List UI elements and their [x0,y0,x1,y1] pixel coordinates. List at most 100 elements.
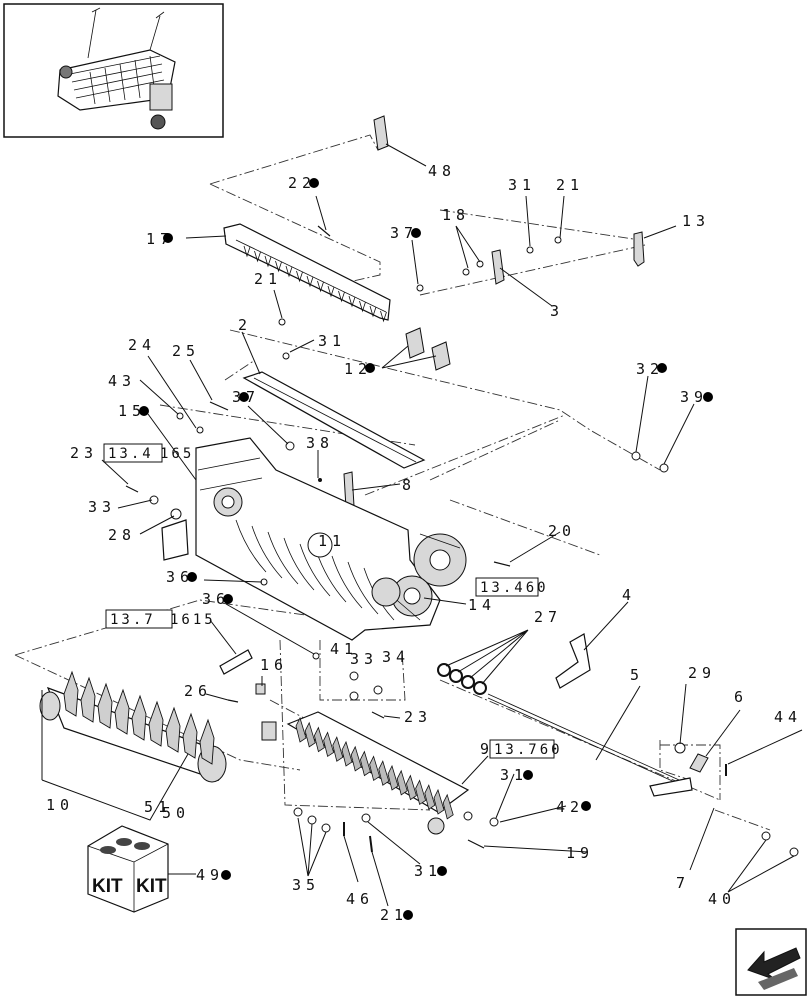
callout-43: 43 [108,372,136,390]
callout-8: 8 [402,476,416,494]
rotor-knife [182,712,198,759]
callout-44: 44 [774,708,802,726]
callout-22: 22 [288,174,316,192]
callout-16: 16 [260,656,288,674]
callout-10: 10 [46,796,74,814]
part-spring-6[interactable] [689,753,709,773]
part-cover-4[interactable] [555,633,591,689]
part-brackets-12[interactable] [405,327,451,371]
knife-blade [341,740,353,767]
frame-guide-curve [347,561,379,615]
callout-36-upper: 36 [166,568,194,586]
callout-5: 5 [630,666,644,684]
knife-blade [359,750,371,777]
stripper-tooth [254,250,261,263]
callout-39: 39 [680,388,708,406]
kit-label-right: KIT [136,876,167,897]
callout-7: 7 [676,874,690,892]
part-shaft-5[interactable] [487,693,693,797]
callout-21-bottom: 21 [380,906,408,924]
ref-box-13-760-text: 13.760 [494,742,563,758]
callout-9: 9 [480,740,494,758]
rotor-knife [199,718,215,765]
knife-blade [304,721,316,748]
stripper-tooth [243,245,251,258]
knife-blade [350,745,362,772]
callout-24: 24 [128,336,156,354]
part-cover-3[interactable] [491,249,505,285]
callout-19: 19 [566,844,594,862]
phantom-lines [14,134,771,831]
part-cylinder-15[interactable] [219,649,253,675]
ref-box-13-460-text: 13.460 [480,580,549,596]
knife-blade [424,784,436,810]
stripper-tooth [359,300,366,313]
kit-package-icon[interactable]: KIT KIT [87,825,169,913]
callout-6: 6 [734,688,748,706]
part-stripper-bar-17[interactable] [223,223,391,323]
leader-lines [41,143,803,907]
part-cover-13[interactable] [633,231,645,267]
machine-overview-thumbnail[interactable] [3,3,224,138]
callout-29: 29 [688,664,716,682]
frame-guide-curve [251,525,283,579]
part-plate-2[interactable] [242,371,426,469]
callout-41: 41 [330,640,358,658]
part-washers-27[interactable] [437,663,487,695]
callout-13: 13 [682,212,710,230]
ref-box-13-7-text: 13.7 [110,612,156,628]
callout-50: 50 [162,804,190,822]
part-washer-29[interactable] [674,742,686,754]
callout-4: 4 [622,586,636,604]
knife-blade [442,793,454,820]
knife-blade [387,764,399,791]
main-housing-frame[interactable] [161,437,467,641]
stripper-tooth [348,295,356,308]
callout-26: 26 [184,682,212,700]
ref-box-13-460[interactable]: 13.460 [475,577,549,597]
part-knife-bank-9[interactable] [261,711,470,835]
ref-box-13-4-text: 13.4 [108,446,154,462]
callout-15: 15 [118,402,146,420]
ref-box-13-7[interactable]: 13.7 1615 [105,609,216,629]
callout-31-low: 31 [500,766,528,784]
frame-guide-curve [283,537,315,591]
part-cylinder-16[interactable] [255,683,266,695]
callout-23-mid: 23 [404,708,432,726]
previous-page-arrow-icon[interactable] [735,928,807,996]
rotor-knife [131,694,147,741]
callout-49: 49 [196,866,224,884]
stripper-tooth [338,290,345,303]
callout-14: 14 [468,596,496,614]
knife-blade [378,760,390,786]
stripper-tooth [285,265,293,278]
callout-12: 12 [344,360,372,378]
callout-31-top: 31 [508,176,536,194]
callout-40: 40 [708,890,736,908]
knife-blade [415,779,427,806]
rotor-knife [148,700,164,747]
callout-33-mid: 33 [350,650,378,668]
callout-3: 3 [550,302,564,320]
callout-42: 42 [556,798,584,816]
kit-label-left: KIT [92,876,123,897]
ref-box-13-760[interactable]: 13.760 [489,739,563,759]
callout-51: 51 [144,798,172,816]
callout-37-top: 37 [390,224,418,242]
part-guard-48[interactable] [373,115,389,151]
callout-27: 27 [534,608,562,626]
knife-blade [332,736,344,762]
callout-35: 35 [292,876,320,894]
ref-box-13-7-suffix: 1615 [170,612,216,628]
part-rotor-10[interactable] [39,670,227,783]
callout-11: 11 [318,532,346,550]
callout-21-mid: 21 [254,270,282,288]
stripper-tooth [275,260,282,273]
callout-31-mid: 31 [318,332,346,350]
callout-25: 25 [172,342,200,360]
stripper-tooth [327,285,335,298]
ref-box-13-4[interactable]: 13.4 165 [103,443,194,463]
knife-blade [313,726,325,753]
knife-blade [433,788,445,815]
